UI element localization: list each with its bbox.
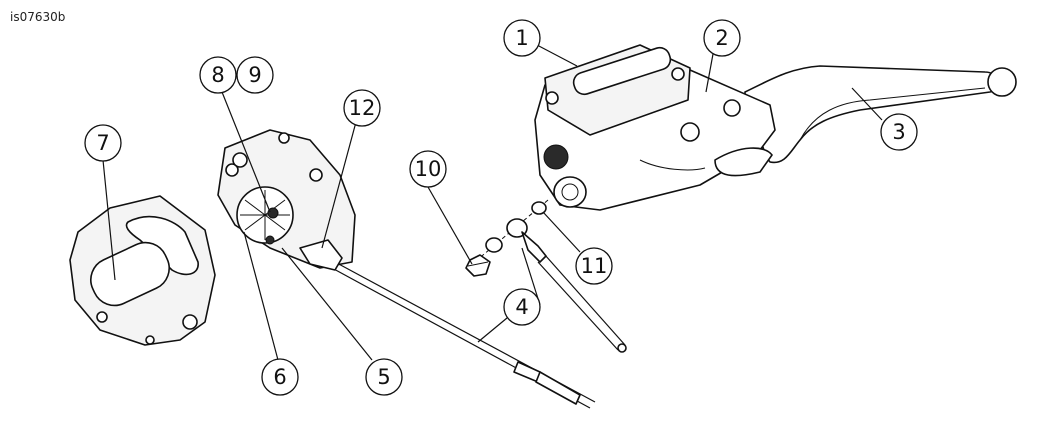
brake-line-assembly [331,199,627,409]
banjo-bolt [465,254,491,277]
svg-text:8: 8 [211,63,224,87]
callout-1: 1 [503,19,541,57]
leader-lines [102,44,883,361]
washer-upper [531,201,547,215]
callout-9: 9 [236,56,274,94]
svg-text:1: 1 [515,26,528,50]
callout-11: 11 [575,247,613,285]
svg-text:4: 4 [515,295,528,319]
screw [267,207,279,219]
svg-text:9: 9 [248,63,261,87]
callout-5: 5 [365,358,403,396]
banjo-port [553,176,587,208]
washer-lower [485,237,503,253]
svg-text:7: 7 [96,131,109,155]
svg-text:11: 11 [581,254,608,278]
callout-8: 8 [199,56,237,94]
cover-window [90,241,170,307]
callout-2: 2 [703,19,741,57]
svg-text:6: 6 [273,365,286,389]
callout-4: 4 [503,288,541,326]
brake-lever [744,65,999,164]
svg-text:12: 12 [349,96,376,120]
svg-text:5: 5 [377,365,390,389]
callout-3: 3 [880,113,918,151]
figure-id: is07630b [10,10,66,24]
switch-housing-cover [69,195,216,346]
lever-tip [987,67,1017,97]
switch-housing-lower [217,129,356,271]
svg-text:2: 2 [715,26,728,50]
callout-12: 12 [343,89,381,127]
master-cylinder-assembly [534,44,1017,211]
svg-text:10: 10 [415,157,442,181]
callout-10: 10 [409,150,447,188]
callout-6: 6 [261,358,299,396]
callout-7: 7 [84,124,122,162]
svg-text:3: 3 [892,120,905,144]
